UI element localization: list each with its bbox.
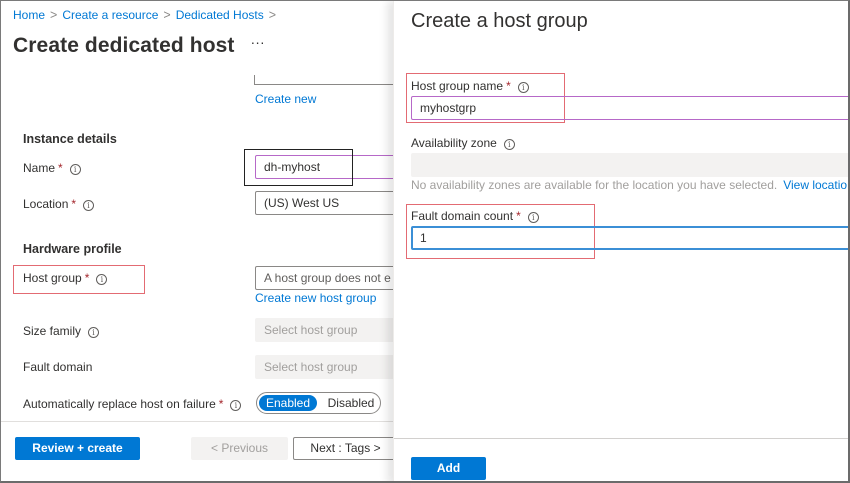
breadcrumb-separator: > (50, 8, 58, 22)
page-title: Create dedicated host ··· (13, 34, 265, 58)
info-icon[interactable]: i (527, 212, 539, 223)
info-icon[interactable]: i (517, 82, 529, 93)
required-asterisk: * (58, 161, 63, 175)
more-options-icon[interactable]: ··· (250, 34, 265, 50)
create-host-group-blade: Create a host group Host group name*i my… (393, 1, 848, 481)
info-icon[interactable]: i (503, 139, 515, 150)
next-tags-button[interactable]: Next : Tags > (293, 437, 398, 460)
required-asterisk: * (218, 397, 224, 411)
fault-domain-label: Fault domain (23, 360, 93, 374)
breadcrumb-home[interactable]: Home (13, 8, 46, 22)
info-icon[interactable]: i (83, 200, 95, 211)
footer-divider (1, 421, 393, 422)
breadcrumb-create-resource[interactable]: Create a resource (62, 8, 159, 22)
auto-replace-label: Automatically replace host on failure*i (23, 397, 242, 411)
toggle-option-enabled[interactable]: Enabled (259, 395, 317, 411)
fault-domain-dropdown[interactable]: Select host group (255, 355, 395, 379)
highlight-box-name (244, 149, 353, 186)
review-create-button[interactable]: Review + create (15, 437, 140, 460)
breadcrumb-separator: > (268, 8, 277, 22)
fault-domain-count-label: Fault domain count*i (411, 209, 539, 223)
breadcrumb-dedicated-hosts[interactable]: Dedicated Hosts (175, 8, 264, 22)
size-family-dropdown[interactable]: Select host group (255, 318, 395, 342)
fault-domain-count-input[interactable]: 1 (411, 226, 848, 250)
create-dedicated-host-blade: Home>Create a resource>Dedicated Hosts> … (1, 1, 398, 481)
blade-footer-divider (394, 438, 848, 439)
auto-replace-toggle[interactable]: Enabled Disabled (256, 392, 381, 414)
availability-zone-hint: No availability zones are available for … (411, 178, 848, 192)
instance-details-heading: Instance details (23, 132, 117, 146)
highlight-box-host-group-name (406, 73, 565, 123)
create-new-resource-group-link[interactable]: Create new (255, 92, 317, 106)
host-group-name-label: Host group name*i (411, 79, 529, 93)
breadcrumb-separator: > (163, 8, 171, 22)
required-asterisk: * (71, 197, 77, 211)
add-button[interactable]: Add (411, 457, 486, 480)
location-dropdown[interactable]: (US) West US (255, 191, 395, 215)
info-icon[interactable]: i (96, 274, 108, 285)
host-group-dropdown[interactable]: A host group does not e (255, 266, 395, 290)
name-input[interactable]: dh-myhost (255, 155, 395, 179)
toggle-option-disabled[interactable]: Disabled (327, 396, 375, 410)
view-locations-link[interactable]: View locatio (783, 178, 848, 192)
required-asterisk: * (516, 209, 521, 223)
location-label: Location*i (23, 197, 95, 211)
highlight-box-fault-domain-count (406, 204, 595, 259)
host-group-label: Host group*i (23, 271, 108, 285)
availability-zone-dropdown[interactable] (411, 153, 848, 177)
name-label: Name*i (23, 161, 81, 175)
page-title-text: Create dedicated host (13, 34, 235, 57)
hardware-profile-heading: Hardware profile (23, 242, 122, 256)
breadcrumb: Home > Create a resource > Dedicated Hosts > (13, 8, 281, 22)
info-icon[interactable]: i (230, 400, 242, 411)
required-asterisk: * (506, 79, 511, 93)
highlight-box-host-group (13, 265, 145, 294)
blade-title: Create a host group (411, 10, 588, 32)
required-asterisk: * (84, 271, 90, 285)
resource-group-dropdown[interactable] (254, 75, 394, 85)
info-icon[interactable]: i (88, 327, 100, 338)
previous-button[interactable]: < Previous (191, 437, 288, 460)
create-new-host-group-link[interactable]: Create new host group (255, 291, 377, 305)
host-group-name-input[interactable]: myhostgrp (411, 96, 848, 120)
info-icon[interactable]: i (69, 164, 81, 175)
